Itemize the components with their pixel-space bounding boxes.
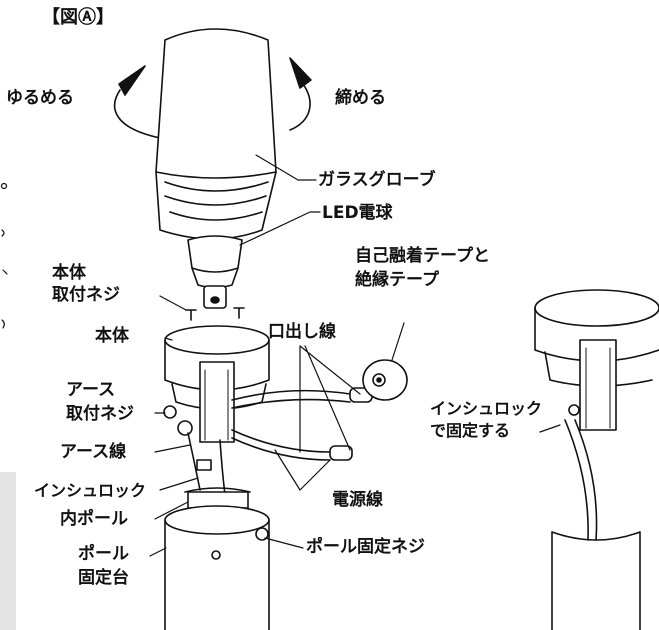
loosen-label: ゆるめる [6,88,74,108]
body-screw-label: 本体 取付ネジ [52,263,120,305]
body-screws [185,307,245,321]
left-margin-marks [0,182,8,329]
glass-globe-shape [155,28,277,240]
earth-screw-label: アース 取付ネジ [66,380,134,424]
tape-label: 自己融着テープと 絶縁テープ [355,246,490,290]
lead-wire-label: 口出し線 [268,322,336,342]
rotation-arrows [113,57,312,139]
led-bulb-shape [187,235,243,309]
figure-title: 【図Ⓐ】 [42,7,114,28]
pole-base-label: ポール 固定台 [78,544,129,588]
tape-roll-shape [362,359,408,401]
insulock-label: インシュロック [34,481,147,500]
earth-wire-label: アース線 [60,442,127,462]
left-gray-strip [0,472,16,630]
body-label: 本体 [95,326,129,346]
pole-shapes [164,487,270,630]
led-bulb-label: LED電球 [322,203,393,223]
insulock-fix-label: インシュロック で固定する [430,399,543,440]
inset-drawing [534,289,659,630]
tighten-label: 締める [335,88,386,108]
earth-parts [163,405,212,491]
lead-wires [219,387,373,496]
power-wire-label: 電源線 [332,490,383,510]
leader-lines [149,154,561,557]
inner-pole-label: 内ポール [60,509,128,529]
pole-fix-screw-label: ポール固定ネジ [306,537,425,557]
glass-globe-label: ガラスグローブ [318,170,436,190]
